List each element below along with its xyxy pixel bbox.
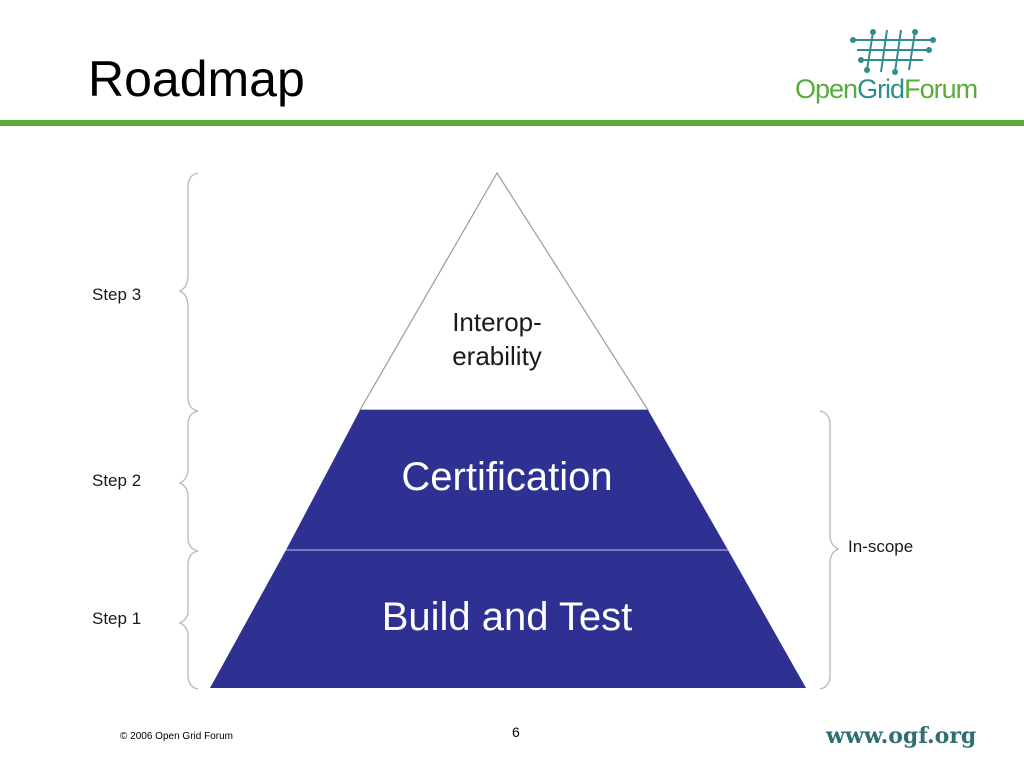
tier-label-certification: Certification <box>401 455 613 499</box>
tier-label-line-1: Interop- <box>452 307 542 337</box>
step-label-3: Step 3 <box>92 285 142 304</box>
step-label-1: Step 1 <box>92 609 142 628</box>
grid-network-icon <box>850 29 936 75</box>
footer-url: www.ogf.org <box>826 723 977 749</box>
brace-step-3 <box>178 172 199 412</box>
brace-step-2 <box>178 410 199 552</box>
logo-word-open: Open <box>795 74 858 104</box>
in-scope-label: In-scope <box>848 537 914 556</box>
step-braces <box>178 172 840 690</box>
tier-label-line-2: erability <box>452 341 542 371</box>
pyramid-tier-bottom <box>210 550 806 688</box>
copyright-notice: © 2006 Open Grid Forum <box>120 731 233 742</box>
pyramid-tier-top <box>358 171 650 411</box>
tier-label-interoperability: Interop- erability <box>437 305 557 373</box>
brace-in-scope <box>819 410 840 690</box>
brace-step-1 <box>178 550 199 690</box>
pyramid-svg <box>178 171 840 690</box>
title-divider <box>0 120 1024 126</box>
step-label-2: Step 2 <box>92 471 142 490</box>
page-number: 6 <box>512 724 520 740</box>
pyramid-tier-middle <box>286 410 728 550</box>
logo-wordmark: OpenGridForum <box>795 74 978 105</box>
roadmap-pyramid-diagram: Interop- erability Certification Build a… <box>88 165 933 690</box>
tier-label-build-and-test: Build and Test <box>381 595 633 639</box>
slide-title: Roadmap <box>88 51 305 107</box>
logo-word-grid: Grid <box>857 74 905 104</box>
ogf-logo: OpenGridForum <box>795 26 985 108</box>
logo-word-forum: Forum <box>904 74 978 104</box>
